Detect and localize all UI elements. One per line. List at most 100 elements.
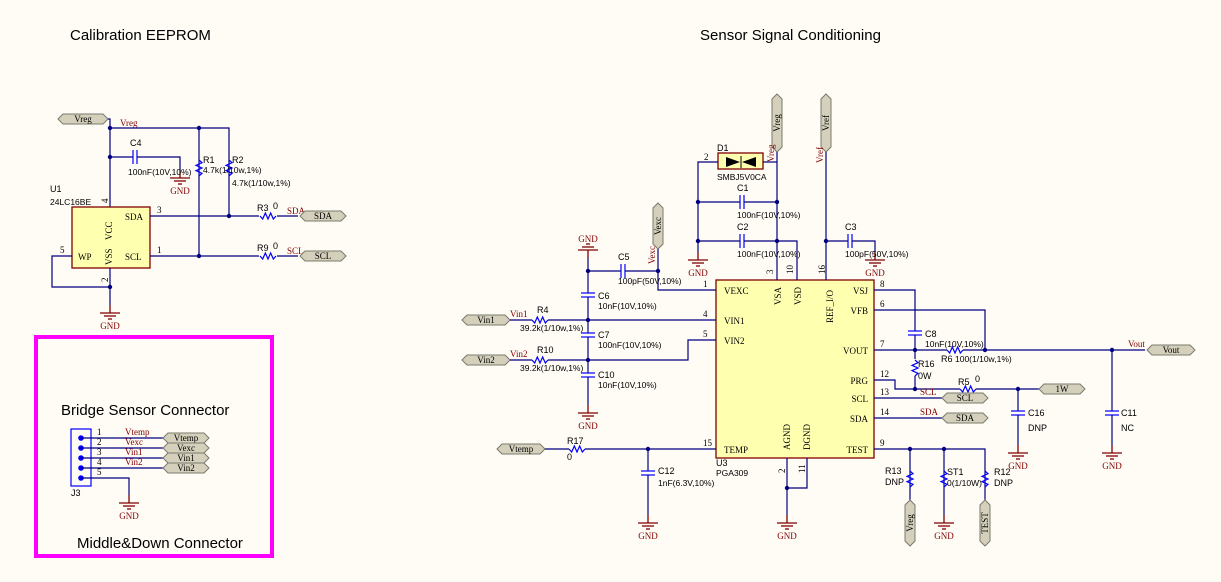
port-label: Vreg [905, 514, 915, 532]
vin2-port[interactable]: Vin2 [461, 354, 511, 366]
u3-pin-name: AGND [782, 424, 792, 450]
vtemp-port[interactable]: Vtemp [162, 432, 210, 444]
vout-port[interactable]: Vout [1146, 344, 1196, 356]
vreg-port[interactable]: Vreg [904, 499, 916, 547]
wire [874, 379, 960, 390]
net-label-scl: SCL [287, 246, 304, 256]
gnd-label: GND [934, 531, 954, 541]
r6-ref: R6 [941, 354, 953, 364]
resistor-symbol [568, 444, 586, 454]
port-label: Vin1 [177, 453, 194, 463]
r13-value: DNP [885, 477, 904, 487]
resistor-symbol [259, 251, 277, 261]
capacitor-symbol [739, 234, 745, 248]
ground-symbol [865, 252, 885, 267]
vexc-port[interactable]: Vexc [652, 202, 664, 250]
j3-pin-num: 2 [97, 437, 102, 447]
r2-ref: R2 [232, 155, 244, 165]
u3-value: PGA309 [716, 468, 748, 478]
ground-symbol [578, 405, 598, 420]
r5-ref: R5 [958, 377, 970, 387]
vin2-port[interactable]: Vin2 [162, 462, 210, 474]
resistor-symbol [224, 159, 234, 177]
resistor-symbol [259, 211, 277, 221]
j3-ref: J3 [71, 488, 81, 498]
bridge-section-title: Bridge Sensor Connector [61, 402, 229, 419]
u3-pin-num: 14 [880, 407, 890, 417]
port-label: Vreg [772, 114, 782, 132]
vexc-port[interactable]: Vexc [162, 442, 210, 454]
resistor-symbol [194, 159, 204, 177]
u3-pin-name: TEMP [724, 445, 748, 455]
u1-pin-vcc: VCC [104, 221, 114, 240]
resistor-symbol [905, 470, 915, 488]
junction-dot [107, 284, 113, 290]
u1-pin5-num: 5 [60, 245, 65, 255]
vin1-port[interactable]: Vin1 [461, 314, 511, 326]
ground-symbol [1102, 445, 1122, 460]
scl-port[interactable]: SCL [941, 392, 989, 404]
port-label: Vin2 [477, 355, 494, 365]
r5-value: 0 [975, 374, 980, 384]
scl-port[interactable]: SCL [299, 250, 347, 262]
sda-port[interactable]: SDA [941, 412, 989, 424]
net-label-vexc: Vexc [125, 437, 143, 447]
port-label: Vin2 [177, 463, 194, 473]
vreg-port[interactable]: Vreg [57, 113, 109, 125]
vin1-port[interactable]: Vin1 [162, 452, 210, 464]
u3-pin-name: REF_I/O [825, 289, 835, 323]
junction-dot [695, 238, 701, 244]
junction-dot [585, 317, 591, 323]
capacitor-symbol [1011, 410, 1025, 416]
ground-symbol [638, 515, 658, 530]
net-label-vin2: Vin2 [125, 457, 142, 467]
port-label: SCL [315, 251, 332, 261]
capacitor-symbol [581, 372, 595, 378]
port-label: Vin1 [477, 315, 494, 325]
r9-ref: R9 [257, 243, 269, 253]
c2-value: 100nF(10V,10%) [737, 249, 801, 259]
capacitor-symbol [1105, 410, 1119, 416]
gnd-label: GND [688, 268, 708, 278]
vref-port[interactable]: Vref [820, 93, 832, 153]
port-label: SCL [957, 393, 974, 403]
r12-ref: R12 [994, 467, 1011, 477]
d1-ref: D1 [717, 143, 729, 153]
st1-ref: ST1 [947, 467, 964, 477]
junction-dot [912, 347, 918, 353]
r10-value: 39.2k(1/10w,1%) [520, 363, 583, 373]
u3-pin-num: 9 [880, 438, 885, 448]
port-label: Vref [821, 115, 831, 131]
r1-value: 4.7k(1/10w,1%) [203, 165, 262, 175]
port-label: Vout [1163, 345, 1180, 355]
u3-pin-name: SCL [851, 394, 868, 404]
c11-ref: C11 [1121, 408, 1137, 418]
r17-ref: R17 [567, 436, 584, 446]
vtemp-port[interactable]: Vtemp [496, 443, 546, 455]
sda-port[interactable]: SDA [299, 210, 347, 222]
junction-dot [912, 386, 918, 392]
gnd-label: GND [865, 268, 885, 278]
test-port[interactable]: TEST [979, 499, 991, 547]
ground-symbol [777, 515, 797, 530]
ground-symbol [1008, 445, 1028, 460]
vreg-port[interactable]: Vreg [771, 93, 783, 153]
r13-ref: R13 [885, 466, 902, 476]
net-label-vin1: Vin1 [125, 447, 142, 457]
resistor-symbol [531, 315, 549, 325]
port-label: 1W [1056, 384, 1070, 394]
capacitor-symbol [132, 150, 138, 164]
r3-ref: R3 [257, 203, 269, 213]
wire [657, 249, 716, 291]
c8-value: 10nF(10V,10%) [925, 339, 984, 349]
c6-ref: C6 [598, 291, 610, 301]
c10-ref: C10 [598, 370, 615, 380]
one-wire-port[interactable]: 1W [1038, 383, 1086, 395]
net-label-vout: Vout [1128, 339, 1145, 349]
u1-pin4-num: 4 [100, 198, 110, 203]
gnd-label: GND [170, 186, 190, 196]
c1-ref: C1 [737, 183, 749, 193]
junction-dot [107, 125, 113, 131]
resistor-symbol [946, 345, 964, 355]
